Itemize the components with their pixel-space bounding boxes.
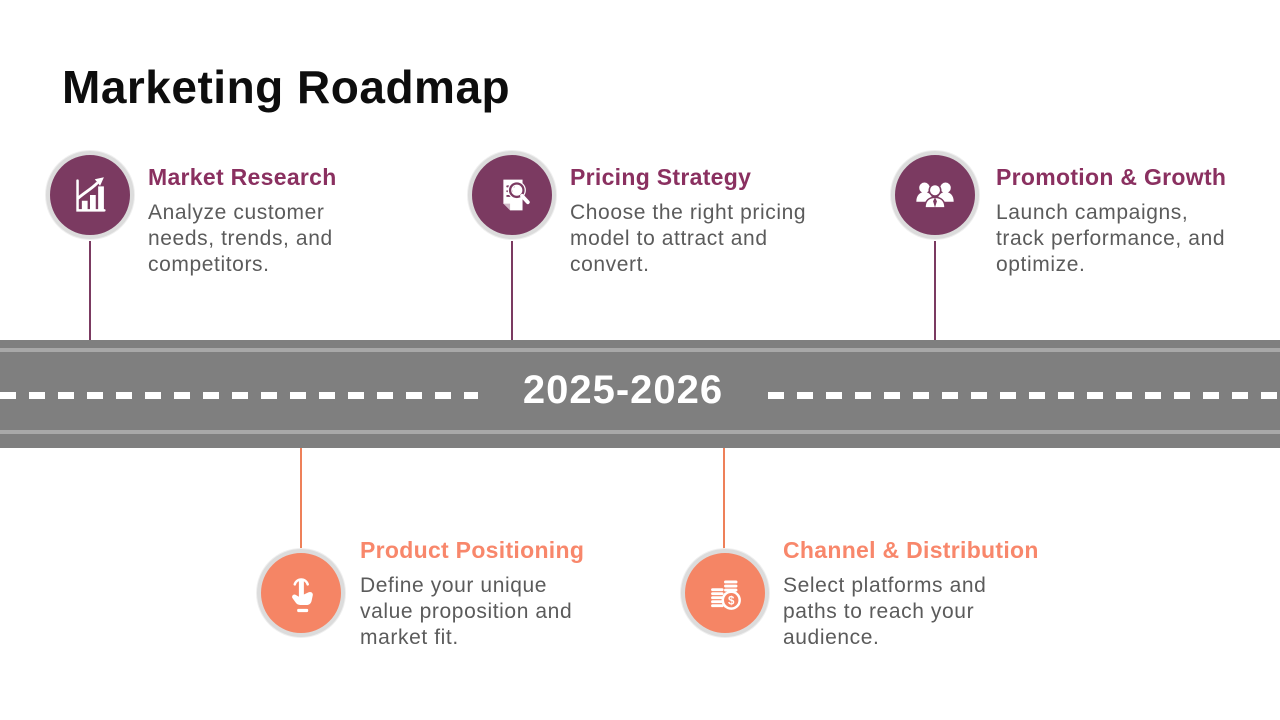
- item-title: Pricing Strategy: [570, 164, 752, 190]
- roadmap-item-channel-distribution: Channel & Distribution Select platforms …: [783, 537, 1043, 651]
- item-desc-line: Analyze customer: [148, 201, 325, 224]
- item-desc-line: audience.: [783, 626, 880, 649]
- item-title: Channel & Distribution: [783, 537, 1039, 563]
- tap-gesture-icon: [257, 549, 345, 637]
- item-desc-line: model to attract and: [570, 227, 768, 250]
- roadmap-item-product-positioning: Product Positioning Define your unique v…: [360, 537, 620, 651]
- road-edge-line: [0, 430, 1280, 434]
- item-desc-line: optimize.: [996, 253, 1086, 276]
- connector-line: [723, 448, 725, 549]
- item-desc-line: value proposition and: [360, 600, 573, 623]
- bar-chart-growth-icon: [46, 151, 134, 239]
- item-desc-line: Select platforms and: [783, 574, 987, 597]
- item-desc-line: market fit.: [360, 626, 459, 649]
- road-dashed-line: [0, 392, 478, 399]
- page-title: Marketing Roadmap: [62, 61, 511, 113]
- item-desc-line: paths to reach your: [783, 600, 975, 623]
- svg-text:$: $: [728, 595, 735, 607]
- roadmap-item-market-research: Market Research Analyze customer needs, …: [148, 164, 378, 278]
- document-magnifier-icon: [468, 151, 556, 239]
- timeline-road: 2025-2026: [0, 340, 1280, 448]
- item-desc-line: convert.: [570, 253, 650, 276]
- connector-line: [934, 241, 936, 340]
- timeline-year-label: 2025-2026: [522, 368, 724, 412]
- item-desc-line: Choose the right pricing: [570, 201, 807, 224]
- roadmap-item-promotion-growth: Promotion & Growth Launch campaigns, tra…: [996, 164, 1266, 278]
- item-desc-line: track performance, and: [996, 227, 1226, 250]
- connector-line: [300, 448, 302, 549]
- people-group-icon: [891, 151, 979, 239]
- item-desc-line: Define your unique: [360, 574, 548, 597]
- connector-line: [511, 241, 513, 340]
- item-desc-line: competitors.: [148, 253, 270, 276]
- road-dashed-line: [768, 392, 1280, 399]
- item-title: Promotion & Growth: [996, 164, 1227, 190]
- roadmap-item-pricing-strategy: Pricing Strategy Choose the right pricin…: [570, 164, 840, 278]
- item-title: Product Positioning: [360, 537, 585, 563]
- coins-dollar-icon: $: [681, 549, 769, 637]
- item-desc-line: Launch campaigns,: [996, 201, 1189, 224]
- item-title: Market Research: [148, 164, 337, 190]
- road-edge-line: [0, 348, 1280, 352]
- item-desc-line: needs, trends, and: [148, 227, 333, 250]
- connector-line: [89, 241, 91, 340]
